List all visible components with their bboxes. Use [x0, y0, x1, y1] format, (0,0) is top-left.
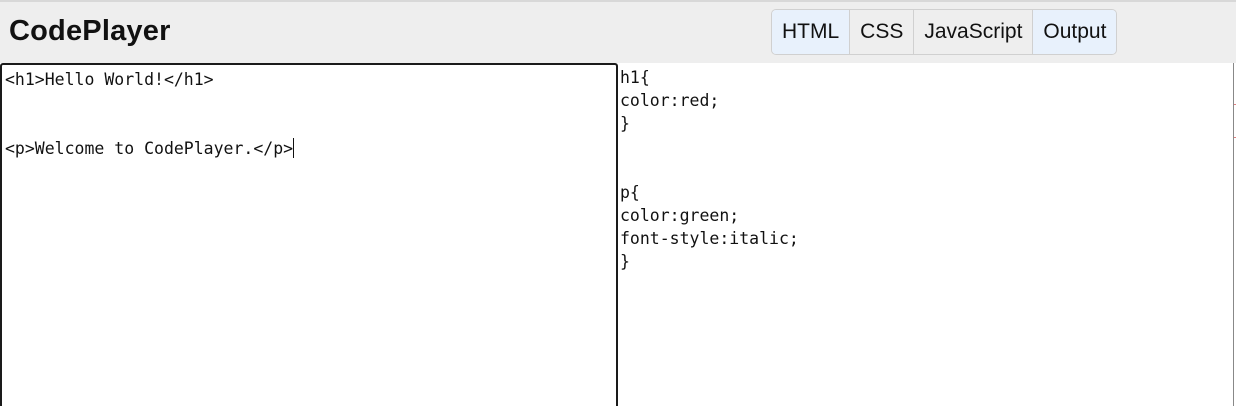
css-code-line: p{ — [620, 183, 640, 202]
css-code-line: h1{ — [620, 68, 650, 87]
css-code-line: color:green; — [620, 206, 740, 225]
css-editor-panel: h1{ color:red;} p{ color:green; font-style:… — [618, 63, 1234, 406]
html-code-line: <p>Welcome to CodePlayer.</p> — [5, 137, 616, 160]
app-logo: CodePlayer — [9, 15, 171, 47]
toggle-output-button[interactable]: Output — [1033, 10, 1117, 54]
css-code-line: } — [620, 114, 630, 133]
css-code-line: } — [620, 252, 630, 271]
toggle-html-button[interactable]: HTML — [772, 10, 851, 54]
panel-edge-mark — [1234, 137, 1236, 138]
html-code-line: <h1>Hello World!</h1> — [5, 70, 214, 89]
css-code-line — [620, 158, 1233, 181]
html-code-line — [5, 114, 616, 137]
panel-toggle-group: HTML CSS JavaScript Output — [771, 9, 1118, 55]
css-code-line: color:red; — [620, 91, 720, 110]
css-code-editor[interactable]: h1{ color:red;} p{ color:green; font-style:… — [618, 63, 1233, 406]
html-code-editor[interactable]: <h1>Hello World!</h1> <p>Welcome to Code… — [2, 65, 616, 406]
html-code-line-text: <p>Welcome to CodePlayer.</p> — [5, 139, 294, 158]
html-editor-panel: <h1>Hello World!</h1> <p>Welcome to Code… — [0, 63, 618, 406]
toggle-css-button[interactable]: CSS — [850, 10, 915, 54]
css-code-line — [620, 135, 1233, 158]
html-code-line — [5, 91, 616, 114]
css-code-line: font-style:italic; — [620, 229, 799, 248]
toggle-javascript-button[interactable]: JavaScript — [914, 10, 1034, 54]
panel-edge-mark — [1234, 104, 1236, 105]
top-bar: CodePlayer HTML CSS JavaScript Output — [0, 0, 1236, 63]
text-cursor — [293, 138, 295, 158]
